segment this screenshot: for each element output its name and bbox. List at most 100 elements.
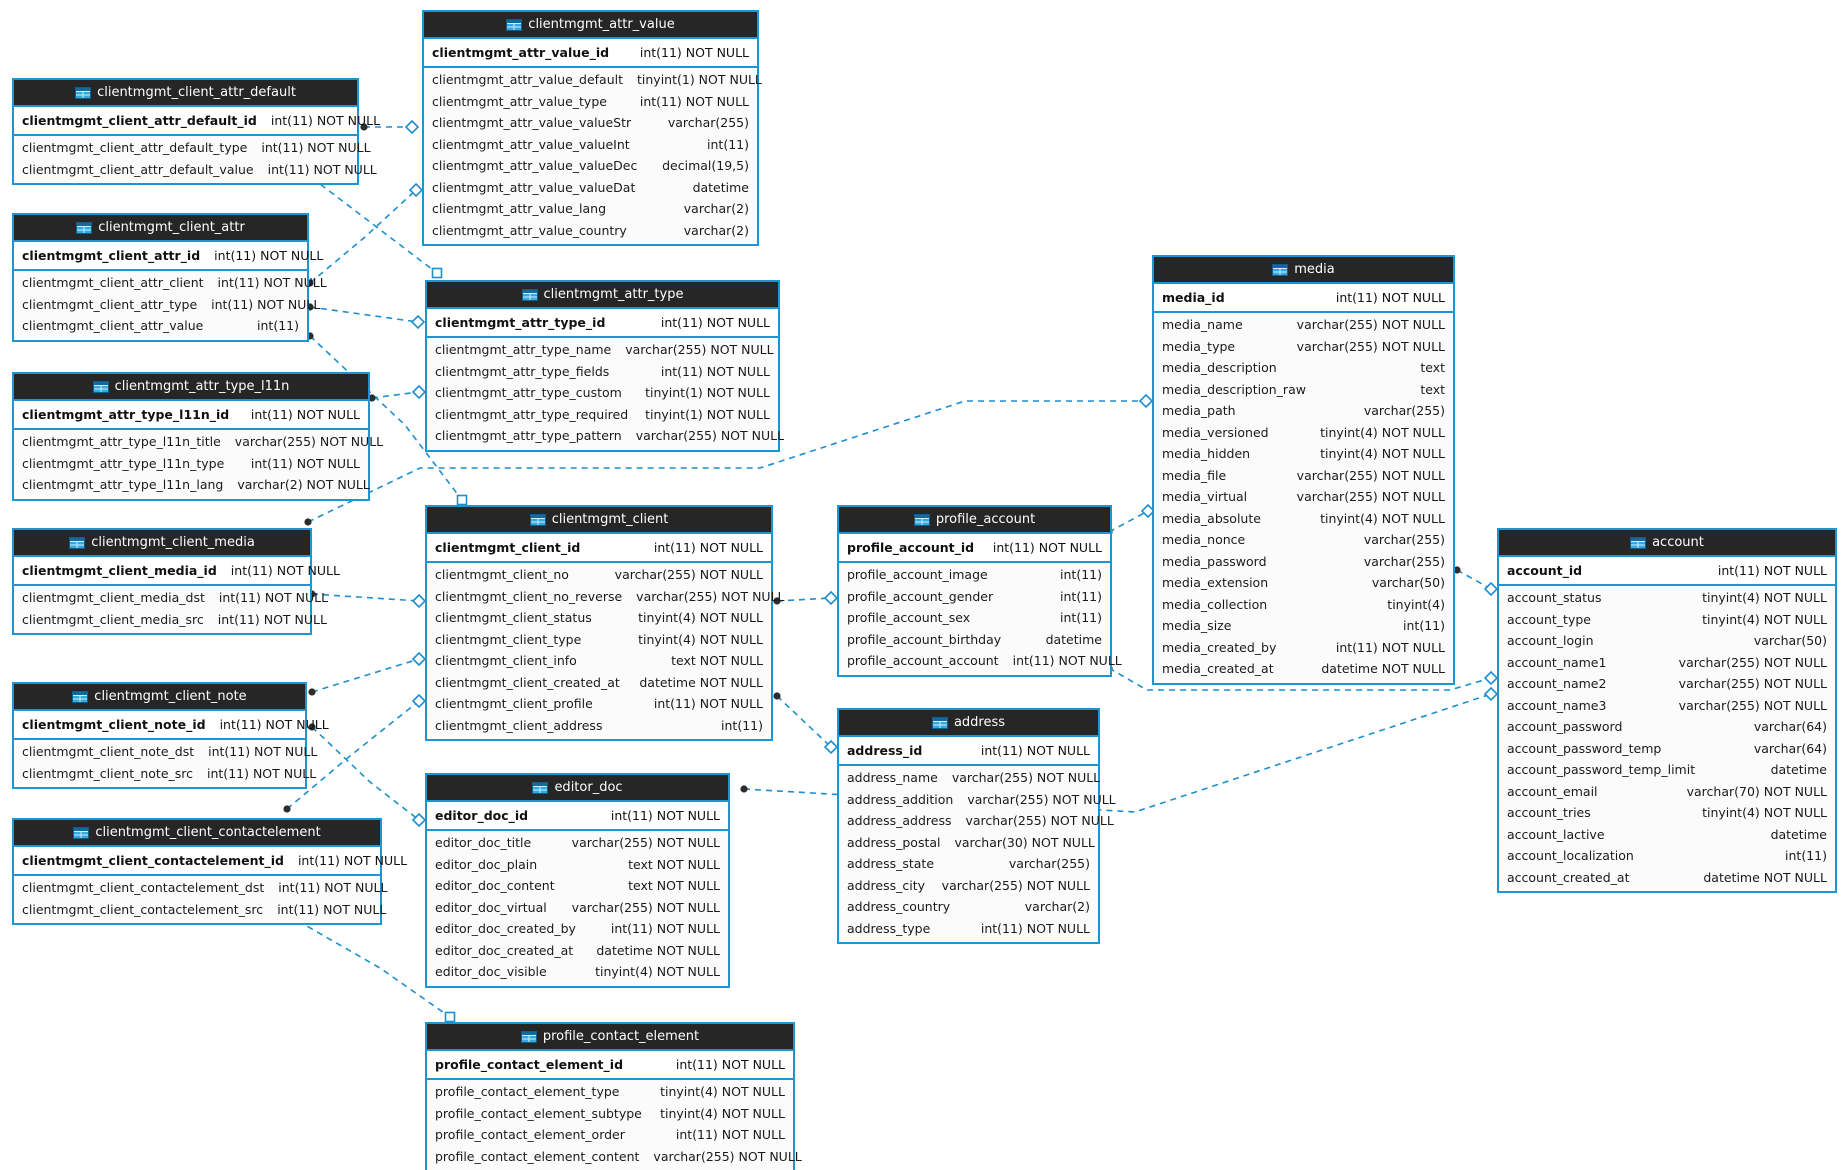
relationship-editor_doc-to-account[interactable]	[740, 686, 1499, 813]
table-header[interactable]: clientmgmt_attr_type	[427, 282, 778, 309]
relationship-clientmgmt_client-to-address[interactable]	[773, 692, 839, 755]
table-header[interactable]: editor_doc	[427, 775, 728, 802]
table-header[interactable]: clientmgmt_attr_type_l11n	[14, 374, 368, 401]
table-header[interactable]: clientmgmt_client_note	[14, 684, 305, 711]
relationship-clientmgmt_client_attr-to-clientmgmt_attr_type[interactable]	[306, 303, 426, 330]
relationship-clientmgmt_client_contactelement-to-clientmgmt_client[interactable]	[283, 693, 427, 813]
table-header[interactable]: clientmgmt_client_attr	[14, 215, 307, 242]
table-clientmgmt_attr_value[interactable]: clientmgmt_attr_value clientmgmt_attr_val…	[422, 10, 762, 246]
relationship-clientmgmt_client_attr_default-to-clientmgmt_attr_value[interactable]	[360, 119, 420, 135]
relationship-media-to-account[interactable]	[1453, 566, 1499, 597]
table-header[interactable]: address	[839, 710, 1098, 737]
relationship-clientmgmt_client_note-to-editor_doc[interactable]	[308, 723, 427, 828]
table-header[interactable]: clientmgmt_client_media	[14, 530, 310, 557]
relationship-clientmgmt_attr_type_l11n-to-clientmgmt_attr_type[interactable]	[368, 384, 427, 402]
relationship-profile_account-to-media[interactable]	[1105, 503, 1156, 536]
relationship-clientmgmt_client_note-to-clientmgmt_client[interactable]	[308, 651, 427, 696]
relationship-clientmgmt_client_attr-to-clientmgmt_client[interactable]	[306, 332, 468, 506]
relationship-clientmgmt_client-to-profile_account[interactable]	[773, 590, 839, 606]
relationship-clientmgmt_client_media-to-clientmgmt_client[interactable]	[308, 590, 427, 609]
table-header[interactable]: clientmgmt_client_contactelement	[14, 820, 380, 847]
table-header[interactable]: clientmgmt_attr_value	[424, 12, 757, 39]
table-header[interactable]: media	[1154, 257, 1453, 284]
